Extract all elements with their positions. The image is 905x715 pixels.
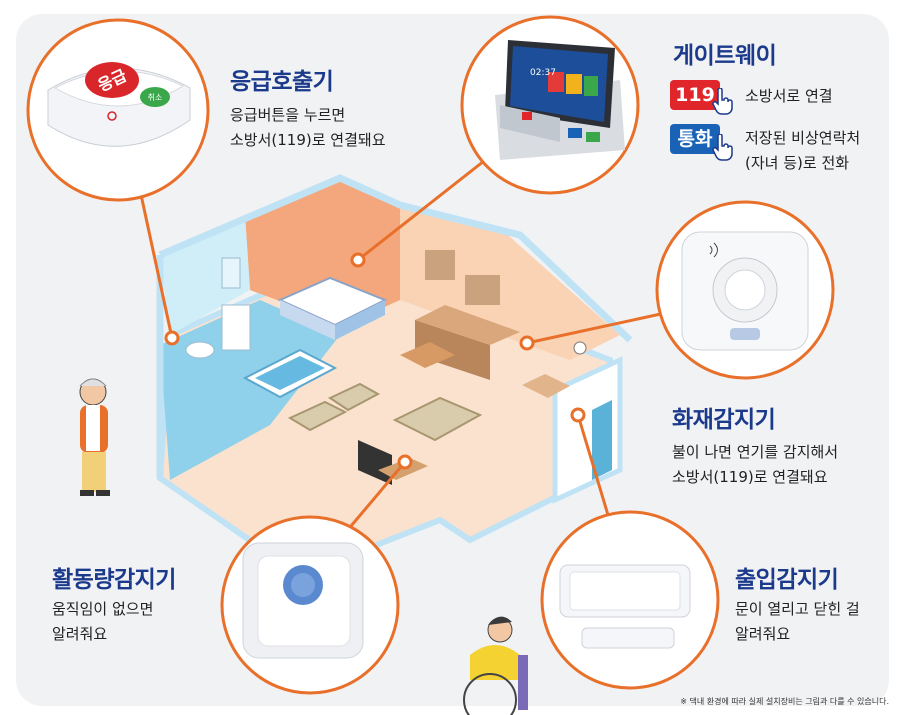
emergency-button-desc-1: 응급버튼을 누르면 (230, 106, 346, 124)
badge-call-text-1: 저장된 비상연락처 (745, 129, 861, 147)
emergency-button-title: 응급호출기 (230, 69, 334, 95)
fire-sensor-title: 화재감지기 (672, 407, 776, 433)
cancel-green-button (140, 87, 170, 107)
badge-call: 통화 (670, 124, 720, 154)
door-sensor-device (559, 564, 691, 649)
house-illustration (156, 174, 633, 579)
bedroom-wall (245, 178, 400, 325)
footnote: ※ 댁내 환경에 따라 실제 설치장비는 그림과 다를 수 있습니다. (680, 697, 889, 706)
wall-clock (573, 341, 587, 355)
motion-sensor-device (242, 542, 364, 659)
sink-cabinet (221, 304, 251, 351)
wall-top-left (158, 174, 633, 343)
toilet (185, 341, 215, 359)
gateway-title: 게이트웨이 (673, 43, 777, 69)
cabinet-upper-2 (465, 275, 500, 305)
door-sensor-title: 출입감지기 (735, 567, 839, 593)
badge-119-text: 소방서로 연결 (745, 87, 833, 105)
gateway-device (495, 40, 625, 160)
fire-sensor-desc-2: 소방서(119)로 연결돼요 (672, 468, 828, 486)
kitchen-counter (415, 305, 520, 345)
leader-dots (164, 252, 586, 470)
badge-call-text-2: (자녀 등)로 전화 (745, 154, 850, 172)
fire-sensor-desc-1: 불이 나면 연기를 감지해서 (672, 443, 839, 461)
gateway-screen-time: 02:37 (530, 68, 556, 78)
elderly-person (79, 378, 110, 496)
fire-sensor-device (681, 231, 809, 351)
cancel-button-label: 취소 (148, 93, 163, 102)
mirror (221, 257, 241, 289)
armchair-1 (287, 400, 348, 432)
wheelchair-person (463, 616, 528, 715)
dining-table (400, 342, 455, 368)
emergency-button-desc-2: 소방서(119)로 연결돼요 (230, 131, 386, 149)
emergency-button-device (47, 62, 191, 147)
sofa (392, 396, 483, 442)
pointer-hand-icon (712, 88, 733, 115)
motion-sensor-desc-2: 알려줘요 (52, 625, 108, 643)
badge-119: 119 (670, 80, 720, 110)
tv (358, 440, 392, 485)
pointer-hand-icon-2 (712, 134, 733, 161)
cabinet-upper (425, 250, 455, 280)
motion-sensor-desc-1: 움직임이 없으면 (52, 600, 154, 618)
motion-sensor-title: 활동량감지기 (52, 567, 176, 593)
door-sensor-desc-2: 알려줘요 (735, 625, 791, 643)
entry-desk (522, 374, 570, 398)
emergency-red-button (85, 62, 139, 98)
door (592, 400, 612, 480)
armchair-2 (327, 382, 381, 412)
kitchen-wall (400, 205, 620, 360)
door-sensor-desc-1: 문이 열리고 닫힌 걸 (735, 600, 860, 618)
